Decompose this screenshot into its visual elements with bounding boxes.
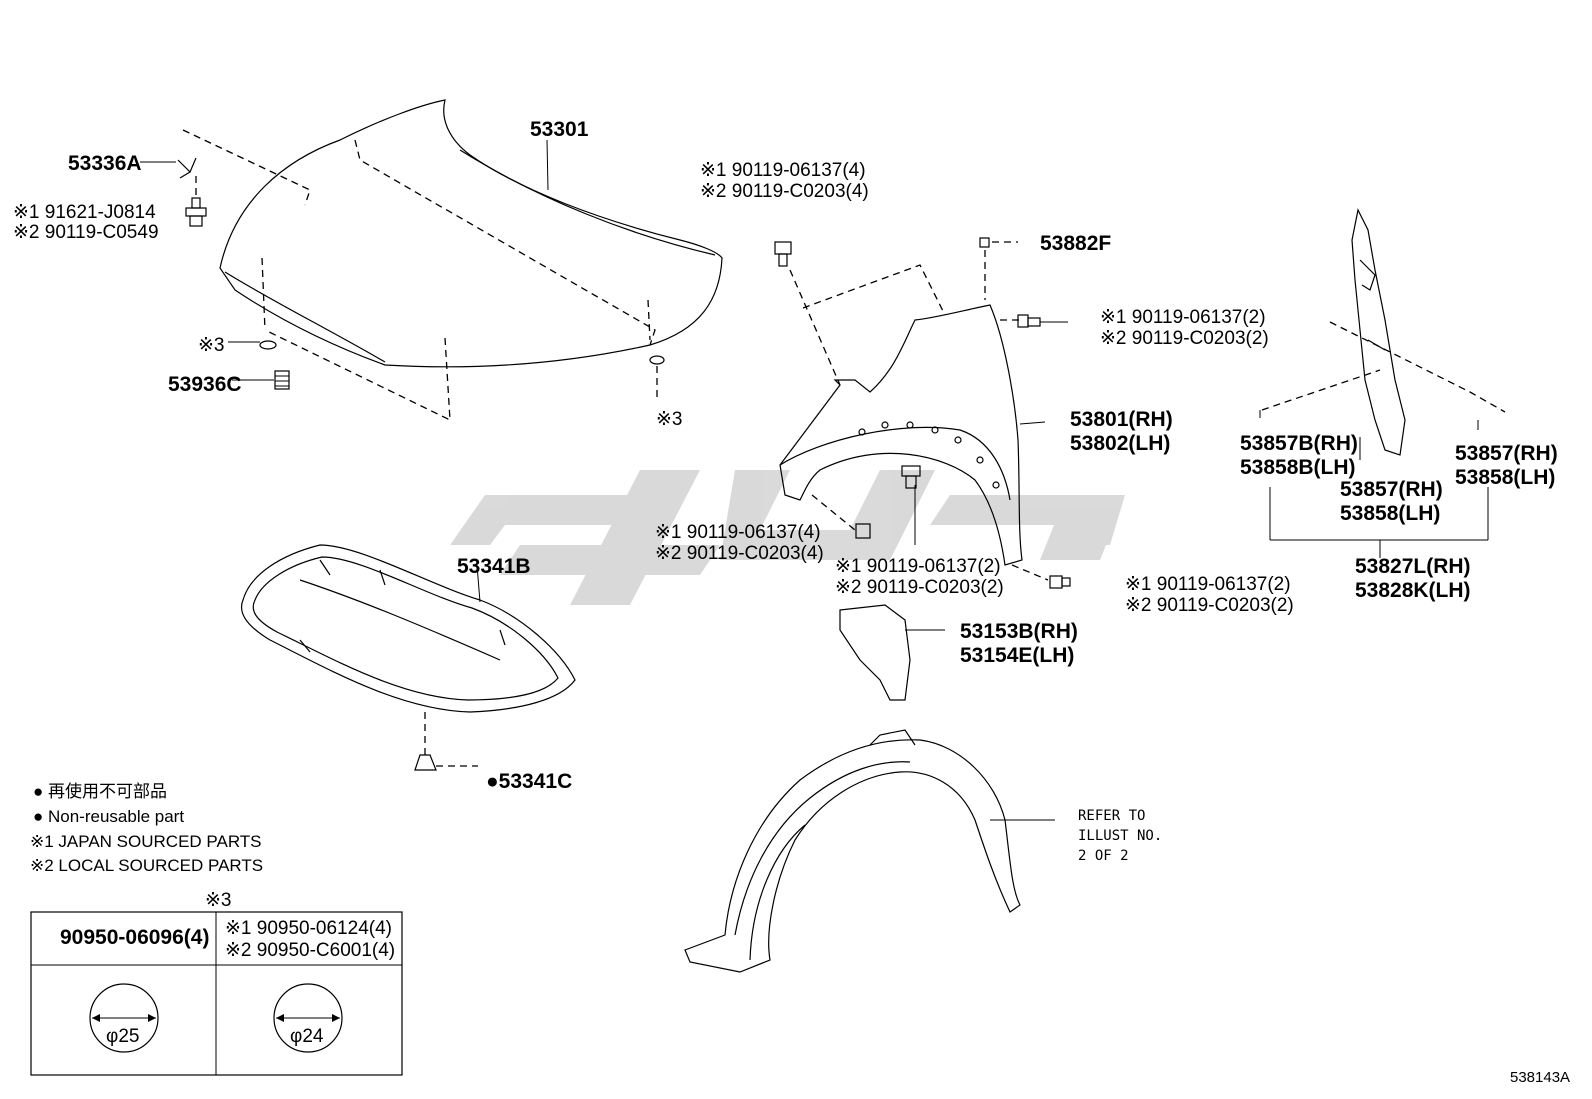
table-col2-part-1: ※1 90950-06124(4) bbox=[225, 918, 392, 939]
label-fender-side-bolt-2: ※2 90119-C0203(2) bbox=[1100, 328, 1269, 349]
label-fender-low-bolt-2: ※2 90119-C0203(2) bbox=[1125, 595, 1294, 616]
illustration-number: 538143A bbox=[1510, 1069, 1570, 1086]
fender-front-bolt-icon bbox=[855, 523, 871, 539]
fender-mid-bolt-icon bbox=[901, 465, 921, 489]
watermark-logo bbox=[450, 470, 1125, 605]
table-col2-part-2: ※2 90950-C6001(4) bbox=[225, 940, 395, 961]
hood-bracket-icon bbox=[177, 157, 197, 179]
label-clip-d-rh: 53857(RH) bbox=[1455, 442, 1558, 465]
fender-side-bolt-icon bbox=[1017, 314, 1041, 328]
plug-circle-icon-2 bbox=[273, 983, 343, 1053]
label-fender-front-bolt-2: ※2 90119-C0203(4) bbox=[655, 543, 824, 564]
fender-low-bolt-icon bbox=[1049, 575, 1071, 589]
label-clip-c-rh: 53857(RH) bbox=[1340, 478, 1443, 501]
label-fender-low-bolt-1: ※1 90119-06137(2) bbox=[1125, 574, 1291, 595]
fender-top-bolt-icon bbox=[774, 241, 792, 267]
label-fender-rh: 53801(RH) bbox=[1070, 408, 1173, 431]
label-refer-3: 2 OF 2 bbox=[1078, 848, 1129, 864]
label-refer-2: ILLUST NO. bbox=[1078, 828, 1162, 844]
front-fender bbox=[779, 304, 1023, 566]
fender-liner bbox=[684, 729, 1021, 973]
legend: ● 再使用不可部品 ● Non-reusable part ※1 JAPAN S… bbox=[30, 781, 263, 875]
label-clip-b-rh: 53857B(RH) bbox=[1240, 432, 1358, 455]
hood-bolt-icon bbox=[185, 197, 207, 227]
insulator-clip-icon bbox=[414, 754, 437, 771]
label-hood-plug-right: ※3 bbox=[656, 409, 683, 430]
legend-line-1: ● 再使用不可部品 bbox=[33, 781, 167, 801]
label-assy-rh: 53827L(RH) bbox=[1355, 555, 1471, 578]
label-fender-lh: 53802(LH) bbox=[1070, 432, 1170, 455]
label-hood-bracket: 53336A bbox=[68, 152, 142, 175]
label-hood-cushion: 53936C bbox=[168, 373, 242, 396]
label-fender-top-bolt-2: ※2 90119-C0203(4) bbox=[700, 181, 869, 202]
hood-insulator bbox=[240, 544, 576, 713]
label-assy-lh: 53828K(LH) bbox=[1355, 579, 1471, 602]
side-bracket bbox=[1351, 208, 1406, 456]
legend-line-3: ※1 JAPAN SOURCED PARTS bbox=[30, 832, 262, 851]
table-caption: ※3 bbox=[205, 890, 232, 911]
label-insulator: 53341B bbox=[457, 555, 531, 578]
label-fender-side-bolt-1: ※1 90119-06137(2) bbox=[1100, 307, 1266, 328]
label-clip-c-lh: 53858(LH) bbox=[1340, 502, 1440, 525]
hood-plug-icon bbox=[259, 340, 277, 350]
label-hood-bolt-2: ※2 90119-C0549 bbox=[13, 222, 159, 243]
fender-clip-icon bbox=[979, 237, 990, 248]
label-hood-plug: ※3 bbox=[198, 335, 225, 356]
label-hood-bolt-1: ※1 91621-J0814 bbox=[13, 202, 156, 223]
legend-line-2: ● Non-reusable part bbox=[33, 807, 184, 826]
fender-seal bbox=[839, 604, 911, 701]
plug-size-table: ※3 90950-06096(4) ※1 90950-06124(4) ※2 9… bbox=[30, 890, 403, 1076]
label-fender-front-bolt-1: ※1 90119-06137(4) bbox=[655, 522, 821, 543]
hood-panel bbox=[219, 99, 723, 368]
table-col1-dim: φ25 bbox=[106, 1026, 139, 1047]
table-col1-part: 90950-06096(4) bbox=[60, 926, 209, 949]
label-fender-top-bolt-1: ※1 90119-06137(4) bbox=[700, 160, 866, 181]
label-refer-1: REFER TO bbox=[1078, 808, 1145, 824]
label-fender-mid-bolt-1: ※1 90119-06137(2) bbox=[835, 556, 1001, 577]
table-col2-dim: φ24 bbox=[290, 1026, 324, 1047]
hood-cushion-icon bbox=[274, 370, 290, 390]
plug-circle-icon-1 bbox=[89, 983, 159, 1053]
label-seal-lh: 53154E(LH) bbox=[960, 644, 1074, 667]
label-seal-rh: 53153B(RH) bbox=[960, 620, 1078, 643]
label-clip-b-lh: 53858B(LH) bbox=[1240, 456, 1356, 479]
label-fender-clip: 53882F bbox=[1040, 232, 1111, 255]
label-hood: 53301 bbox=[530, 118, 589, 141]
legend-line-4: ※2 LOCAL SOURCED PARTS bbox=[30, 856, 263, 875]
label-fender-mid-bolt-2: ※2 90119-C0203(2) bbox=[835, 577, 1004, 598]
label-clip-d-lh: 53858(LH) bbox=[1455, 466, 1555, 489]
hood-plug-right-icon bbox=[649, 355, 665, 365]
label-insulator-clip: ●53341C bbox=[486, 770, 572, 793]
